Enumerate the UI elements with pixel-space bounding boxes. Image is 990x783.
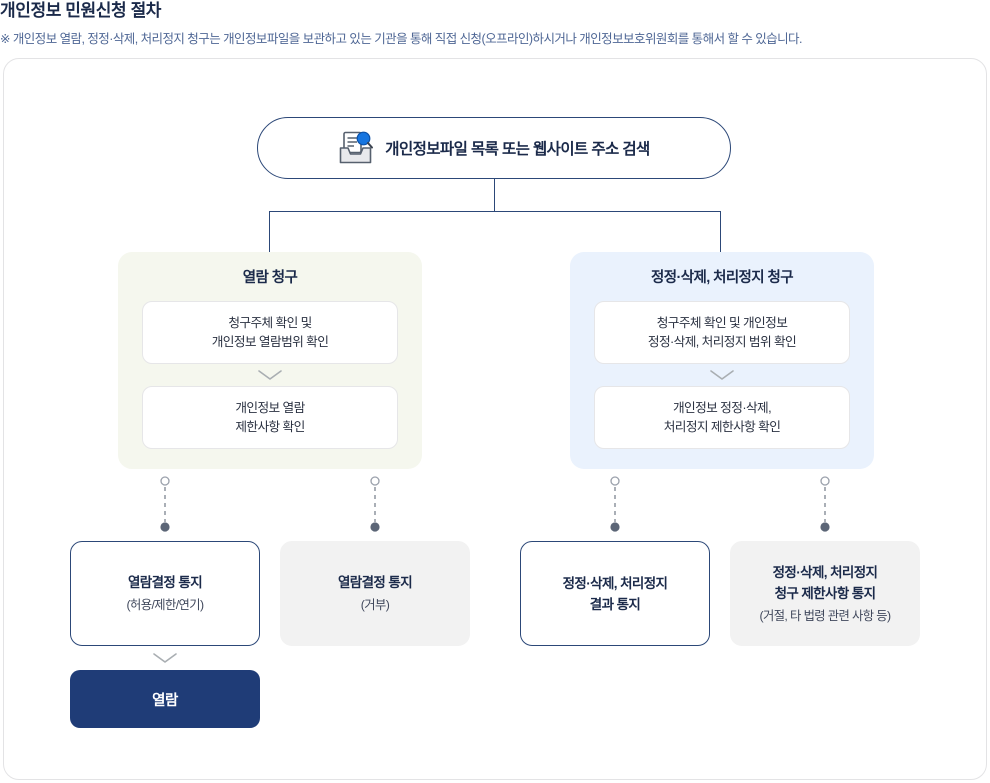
result-card-read-approved[interactable]: 열람결정 통지 (허용/제한/연기) (70, 541, 260, 646)
step-line-1: 청구주체 확인 및 (228, 315, 312, 330)
step-line-1: 청구주체 확인 및 개인정보 (656, 315, 788, 330)
start-node-label: 개인정보파일 목록 또는 웹사이트 주소 검색 (385, 141, 650, 158)
step-card-modify-1: 청구주체 확인 및 개인정보 정정·삭제, 처리정지 범위 확인 (594, 301, 850, 364)
result-main-line: 열람결정 통지 (337, 575, 413, 590)
step-line-1: 개인정보 정정·삭제, (672, 400, 772, 415)
step-line-2: 제한사항 확인 (235, 419, 305, 434)
chevron-down-icon (70, 646, 260, 670)
chevron-down-icon (142, 364, 398, 386)
connector-branch-left (269, 211, 271, 253)
result-main-line-2: 청구 제한사항 통지 (774, 585, 876, 601)
start-node[interactable]: 개인정보파일 목록 또는 웹사이트 주소 검색 (257, 117, 731, 179)
step-line-2: 정정·삭제, 처리정지 범위 확인 (647, 334, 797, 349)
result-sub-line: (거부) (360, 598, 390, 612)
step-card-read-1: 청구주체 확인 및 개인정보 열람범위 확인 (142, 301, 398, 364)
group-title-read: 열람 청구 (242, 270, 298, 286)
step-line-1: 개인정보 열람 (235, 400, 305, 415)
step-card-read-2: 개인정보 열람 제한사항 확인 (142, 386, 398, 449)
connector-trunk-vertical (494, 179, 496, 212)
group-modify-request: 정정·삭제, 처리정지 청구 청구주체 확인 및 개인정보 정정·삭제, 처리정… (570, 252, 874, 469)
result-main-line-2: 결과 통지 (589, 596, 641, 612)
connector-branch-right (720, 211, 722, 253)
cta-view-button[interactable]: 열람 (70, 670, 260, 728)
connector-pin-4 (819, 476, 831, 534)
page-note: ※ 개인정보 열람, 정정·삭제, 처리정지 청구는 개인정보파일을 보관하고 … (0, 32, 802, 46)
result-sub-line: (거절, 타 법령 관련 사항 등) (759, 608, 891, 623)
step-line-2: 처리정지 제한사항 확인 (663, 419, 781, 434)
result-card-modify-result[interactable]: 정정·삭제, 처리정지 결과 통지 (520, 541, 710, 646)
connector-pin-3 (609, 476, 621, 534)
chevron-down-icon (594, 364, 850, 386)
group-read-request: 열람 청구 청구주체 확인 및 개인정보 열람범위 확인 개인정보 열람 제한사… (118, 252, 422, 469)
connector-pin-1 (159, 476, 171, 534)
step-card-modify-2: 개인정보 정정·삭제, 처리정지 제한사항 확인 (594, 386, 850, 449)
step-line-2: 개인정보 열람범위 확인 (211, 334, 329, 349)
connector-pin-2 (369, 476, 381, 534)
result-main-line: 정정·삭제, 처리정지 (562, 575, 668, 591)
result-card-read-rejected[interactable]: 열람결정 통지 (거부) (280, 541, 470, 646)
connector-trunk-horizontal (269, 211, 721, 213)
result-main-line: 정정·삭제, 처리정지 (772, 564, 878, 580)
cta-label: 열람 (152, 692, 178, 709)
result-main-line: 열람결정 통지 (127, 575, 203, 590)
page-title: 개인정보 민원신청 절차 (0, 1, 162, 20)
group-title-modify: 정정·삭제, 처리정지 청구 (651, 270, 794, 286)
result-sub-line: (허용/제한/연기) (126, 598, 205, 612)
result-card-modify-restriction[interactable]: 정정·삭제, 처리정지 청구 제한사항 통지 (거절, 타 법령 관련 사항 등… (730, 541, 920, 646)
document-search-icon (338, 131, 374, 165)
